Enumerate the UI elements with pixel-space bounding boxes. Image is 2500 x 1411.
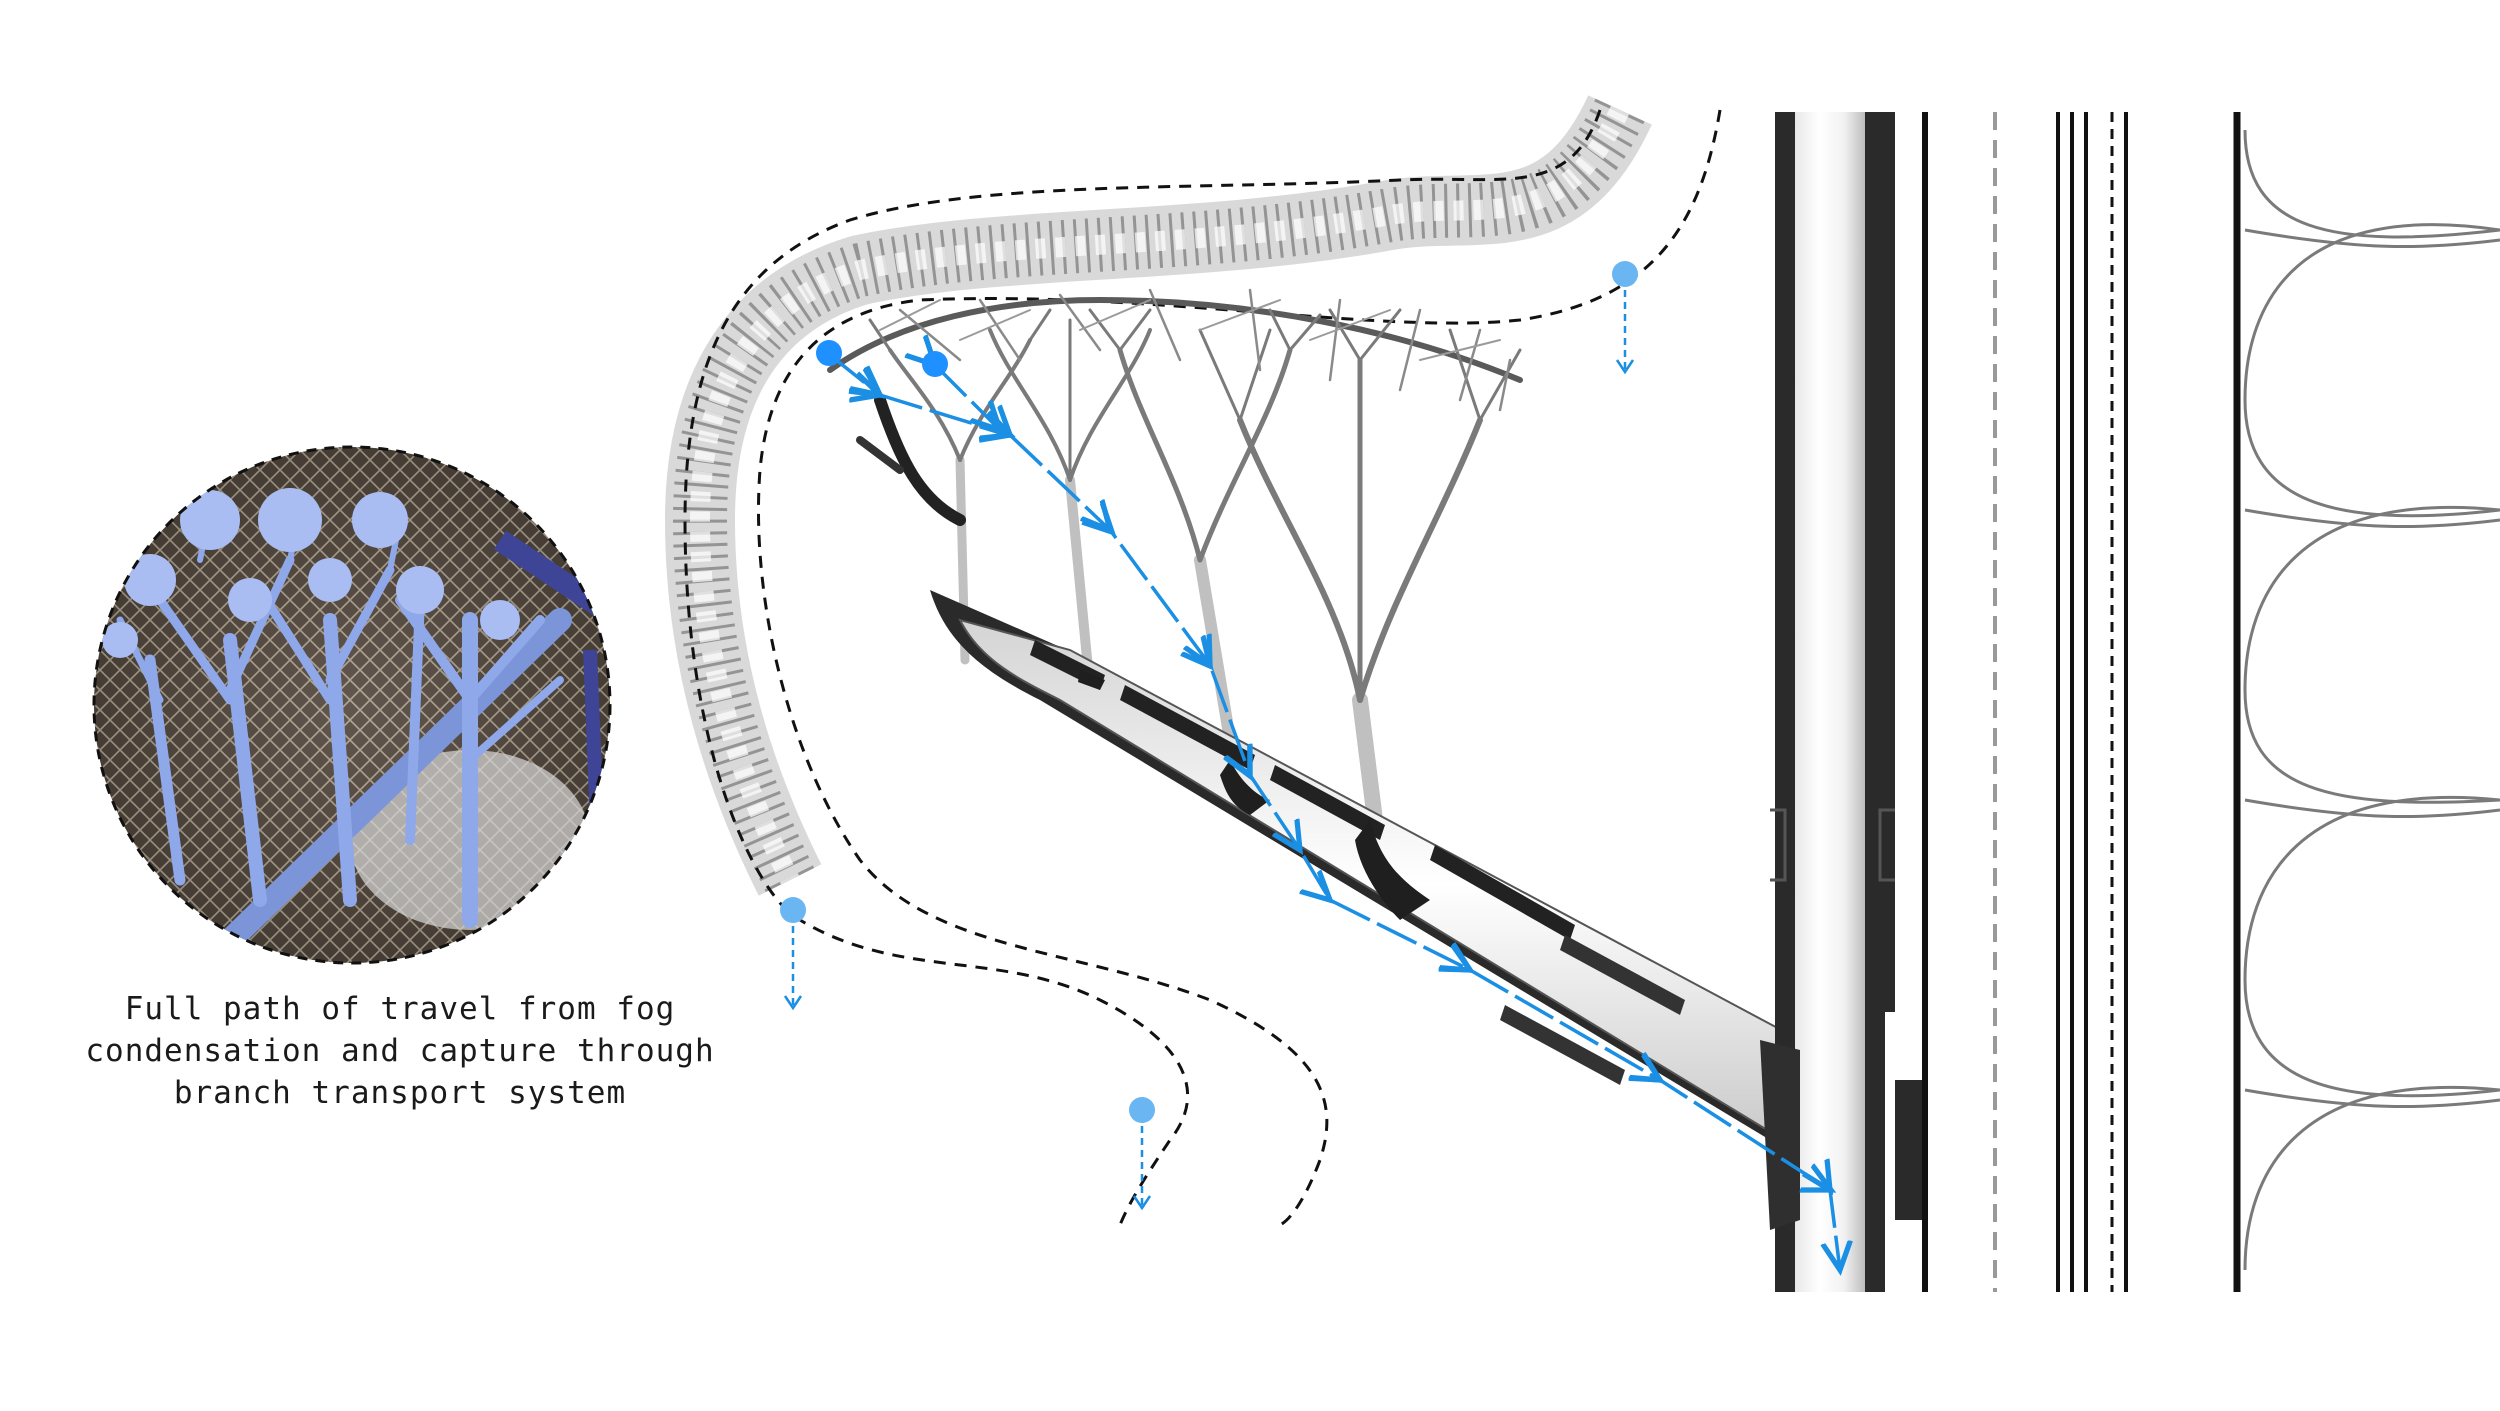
photo-inset bbox=[92, 445, 612, 965]
wall-layers bbox=[1922, 112, 2241, 1292]
photo-branch-tips bbox=[102, 488, 520, 658]
droplet-marker-3 bbox=[1129, 1097, 1155, 1211]
droplet-marker-2 bbox=[780, 897, 806, 1011]
vertical-pipe bbox=[1760, 112, 1925, 1292]
flow-start-dot-1 bbox=[816, 340, 842, 366]
collection-channel bbox=[930, 590, 1801, 1152]
caption-line-2: condensation and capture through bbox=[85, 1033, 715, 1069]
diagram-caption: Full path of travel from fog condensatio… bbox=[40, 988, 760, 1114]
photo-inset-border bbox=[92, 445, 612, 965]
insulation-loops bbox=[2243, 129, 2500, 1271]
caption-line-3: branch transport system bbox=[173, 1075, 627, 1111]
caption-line-1: Full path of travel from fog bbox=[124, 991, 676, 1027]
flow-start-dot-2 bbox=[922, 351, 948, 377]
droplet-markers bbox=[780, 261, 1638, 1211]
water-flow-path bbox=[816, 340, 1840, 1270]
fog-mesh-band bbox=[664, 94, 1722, 1227]
droplet-marker-1 bbox=[1612, 261, 1638, 375]
